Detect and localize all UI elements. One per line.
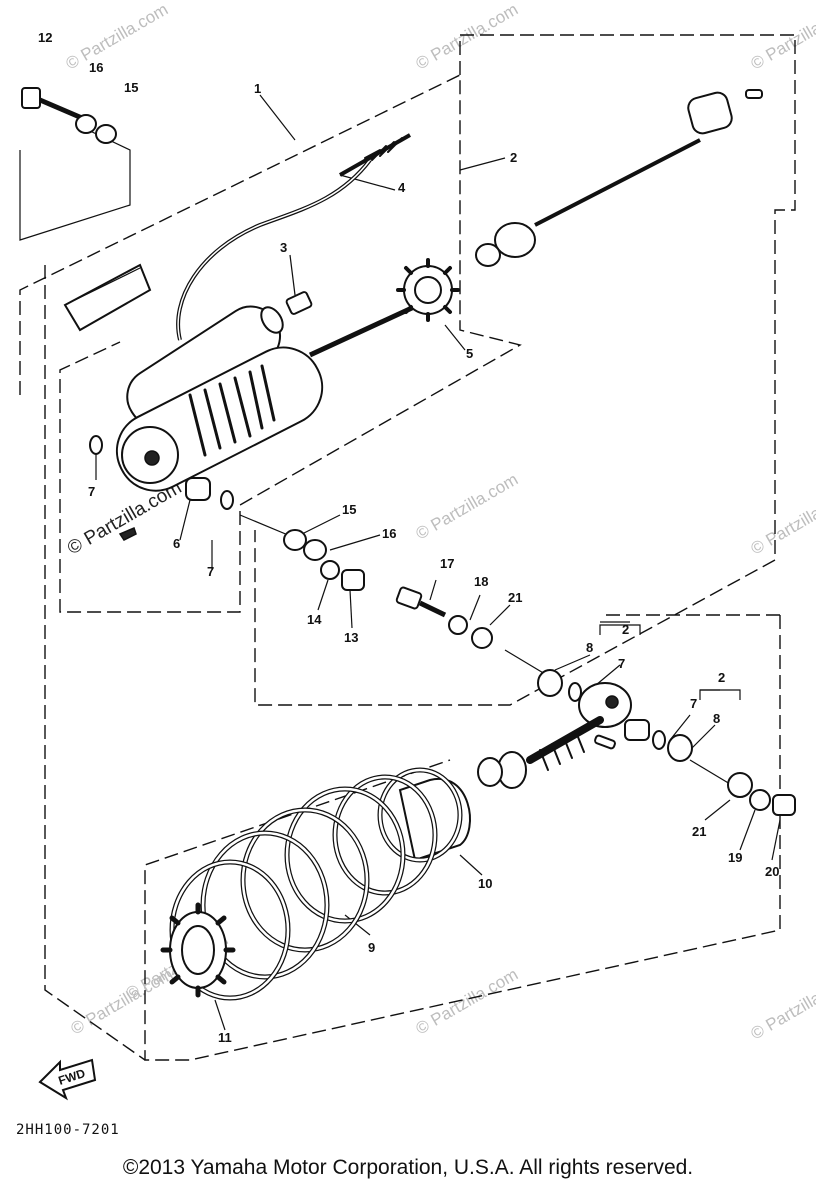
callout-21: 21 xyxy=(508,590,522,605)
watermark: © Partzilla.com xyxy=(413,0,522,73)
callout-10: 10 xyxy=(478,876,492,891)
callout-5: 5 xyxy=(466,346,473,361)
callout-13: 13 xyxy=(344,630,358,645)
fwd-arrow-icon: FWD xyxy=(38,1058,97,1101)
top-bolt-12 xyxy=(21,87,117,144)
bracket-marks xyxy=(599,624,741,700)
callout-17: 17 xyxy=(440,556,454,571)
protector-cover xyxy=(63,263,152,332)
damper-body xyxy=(115,346,324,492)
callout-2: 2 xyxy=(622,622,629,637)
callout-2: 2 xyxy=(510,150,517,165)
callout-9: 9 xyxy=(368,940,375,955)
callout-18: 18 xyxy=(474,574,488,589)
lower-bushings-8 xyxy=(537,669,693,762)
callout-8: 8 xyxy=(586,640,593,655)
adjuster-rod xyxy=(339,133,411,177)
reservoir-hose xyxy=(176,158,372,341)
callout-6: 6 xyxy=(173,536,180,551)
callout-7: 7 xyxy=(207,564,214,579)
washers-upper xyxy=(283,529,365,591)
watermark: © Partzilla.com xyxy=(63,0,172,73)
callout-20: 20 xyxy=(765,864,779,879)
small-bolt-3 xyxy=(285,291,313,315)
watermark: © Partzilla.com xyxy=(413,470,522,544)
callout-16: 16 xyxy=(382,526,396,541)
diagram-code: 2HH100-7201 xyxy=(16,1122,120,1138)
upper-bushing-6 xyxy=(118,477,211,541)
watermarks: © Partzilla.com © Partzilla.com © Partzi… xyxy=(63,0,816,1043)
callout-1: 1 xyxy=(254,81,261,96)
callouts: 1 2 2 2 3 4 5 6 7 7 7 7 8 8 9 10 11 12 1… xyxy=(38,30,779,1045)
o-rings-7 xyxy=(89,435,666,750)
callout-15: 15 xyxy=(124,80,138,95)
lower-eye-clevis xyxy=(526,682,650,771)
callout-15: 15 xyxy=(342,502,356,517)
watermark: © Partzilla.com xyxy=(748,485,816,559)
watermark: © Partzilla.com xyxy=(748,0,816,73)
callout-12: 12 xyxy=(38,30,52,45)
adjuster-nut-5 xyxy=(396,258,460,322)
callout-16: 16 xyxy=(89,60,103,75)
lock-nut-small xyxy=(477,751,527,789)
callout-19: 19 xyxy=(728,850,742,865)
leader-lines xyxy=(95,94,781,1031)
coil-spring-9 xyxy=(169,767,463,1001)
callout-7: 7 xyxy=(618,656,625,671)
callout-11: 11 xyxy=(218,1030,232,1045)
callout-8: 8 xyxy=(713,711,720,726)
callout-3: 3 xyxy=(280,240,287,255)
callout-21: 21 xyxy=(692,824,706,839)
watermark: © Partzilla.com xyxy=(748,970,816,1044)
callout-2: 2 xyxy=(718,670,725,685)
assembly-outlines xyxy=(19,34,796,1061)
hardware-frame xyxy=(19,129,131,241)
adjuster-ring-11 xyxy=(160,902,236,998)
copyright-notice: ©2013 Yamaha Motor Corporation, U.S.A. A… xyxy=(122,1156,694,1179)
callout-7: 7 xyxy=(690,696,697,711)
callout-14: 14 xyxy=(307,612,322,627)
lower-bolt-17 xyxy=(395,586,493,649)
reservoir-cap-2 xyxy=(475,89,763,267)
callout-7: 7 xyxy=(88,484,95,499)
watermark: © Partzilla.com xyxy=(413,965,522,1039)
callout-4: 4 xyxy=(398,180,406,195)
lower-washers-nut xyxy=(727,772,796,816)
